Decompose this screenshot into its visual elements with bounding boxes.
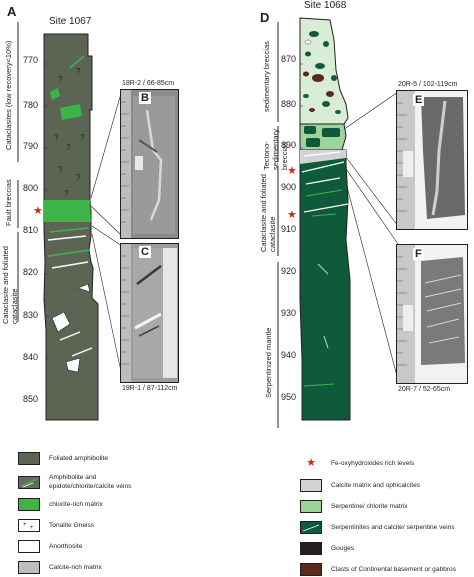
depth-label: 850 [22,394,38,404]
legend-swatch [18,560,40,574]
legend-item: Gouges [300,540,470,556]
depth-label: 880 [280,99,296,109]
svg-text:?: ? [58,165,63,174]
legend-label: Foliated amphibolite [49,454,109,462]
svg-text:?: ? [76,173,81,182]
legend-label: Serpentine/ chlorite matrix [331,502,408,510]
legend-item: Anorthosite [18,538,218,554]
legend-item: ★ Fe-oxyhydroxides rich levels [300,457,470,469]
legend-label: Tonalite Gneiss [49,521,95,529]
depth-label: 910 [280,224,296,234]
depth-label: 780 [22,100,38,110]
legend-label: Calcite matrix and ophicalcites [331,481,421,489]
photo-f-caption: 20R-7 / 52-65cm [398,386,451,393]
photo-e-letter: E [413,94,425,106]
core-photo-b-image [121,90,175,238]
fe-oxyhydroxide-star: ★ [287,165,297,177]
core-photo-c [120,243,179,383]
core-photo-e [396,90,468,230]
site-1067-title: Site 1067 [49,16,92,27]
legend-item: chlorite-rich matrix [18,496,218,512]
legend-swatch [18,539,40,553]
panel-d-letter: D [260,10,270,25]
photo-f-letter: F [413,248,424,260]
legend-swatch [300,499,322,513]
legend-swatch [300,562,322,576]
depth-label: 770 [22,55,38,65]
core-photo-f-image [397,245,465,383]
depth-label: 830 [22,310,38,320]
legend-swatch [18,475,40,489]
legend-item: Calcite-rich matrix [18,559,218,575]
photo-b-caption: 18R-2 / 66-85cm [122,80,175,87]
depth-label: 810 [22,225,38,235]
core-photo-e-image [397,91,465,229]
depth-label: 820 [22,267,38,277]
photo-c-caption: 19R-1 / 87-112cm [122,385,178,392]
legend-right: ★ Fe-oxyhydroxides rich levels Calcite m… [300,457,470,577]
legend-swatch [300,541,322,555]
legend-item: Amphibolite and epidote/chlorite/calcite… [18,471,218,493]
photo-b-letter: B [139,92,151,104]
star-icon: ★ [306,456,316,469]
fe-oxyhydroxide-star: ★ [287,209,297,221]
legend-item: Serpentine/ chlorite matrix [300,498,470,514]
depth-label: 800 [22,183,38,193]
legend-item: Calcite matrix and ophicalcites [300,477,470,493]
svg-text:?: ? [80,133,85,142]
legend-label: Fe-oxyhydroxides rich levels [331,459,415,467]
legend-label: Amphibolite and epidote/chlorite/calcite… [49,474,132,490]
legend-swatch [18,451,40,465]
legend-item: Clasts of Continental basement or gabbro… [300,561,470,577]
depth-label: 870 [280,54,296,64]
svg-text:+: + [30,525,34,531]
depth-label: 940 [280,350,296,360]
legend-swatch [300,478,322,492]
core-photo-c-image [121,244,177,382]
depth-label: 950 [280,392,296,402]
legend-swatch [18,497,40,511]
depth-label: 920 [280,266,296,276]
legend-left: Foliated amphibolite Amphibolite and epi… [18,450,218,575]
legend-label: Calcite-rich matrix [49,563,102,571]
svg-text:+: + [23,522,27,528]
legend-label: Clasts of Continental basement or gabbro… [331,565,456,573]
photo-c-letter: C [139,246,151,258]
depth-label: 790 [22,141,38,151]
core-photo-b [120,89,179,239]
depth-label: 840 [22,352,38,362]
core-photo-f [396,244,468,384]
depth-label: 890 [280,140,296,150]
legend-item: Foliated amphibolite [18,450,218,466]
legend-swatch: ++ [18,518,40,532]
site-1068-title: Site 1068 [304,0,347,11]
legend-item: ++ Tonalite Gneiss [18,517,218,533]
svg-text:?: ? [64,189,69,198]
legend-label: Anorthosite [49,542,83,550]
legend-item: Serpentinites and calcite/ serpentine ve… [300,519,470,535]
svg-text:?: ? [76,67,81,76]
depth-label: 900 [280,182,296,192]
svg-text:?: ? [66,143,71,152]
svg-text:?: ? [58,75,63,84]
panel-a-letter: A [7,4,17,19]
photo-e-caption: 20R-5 / 102-119cm [398,81,458,88]
legend-label: Gouges [331,544,355,552]
depth-label: 930 [280,308,296,318]
legend-swatch [300,520,322,534]
legend-label: Serpentinites and calcite/ serpentine ve… [331,523,455,531]
svg-text:?: ? [54,133,59,142]
fe-oxyhydroxide-star: ★ [33,205,43,217]
legend-label: chlorite-rich matrix [49,500,103,508]
